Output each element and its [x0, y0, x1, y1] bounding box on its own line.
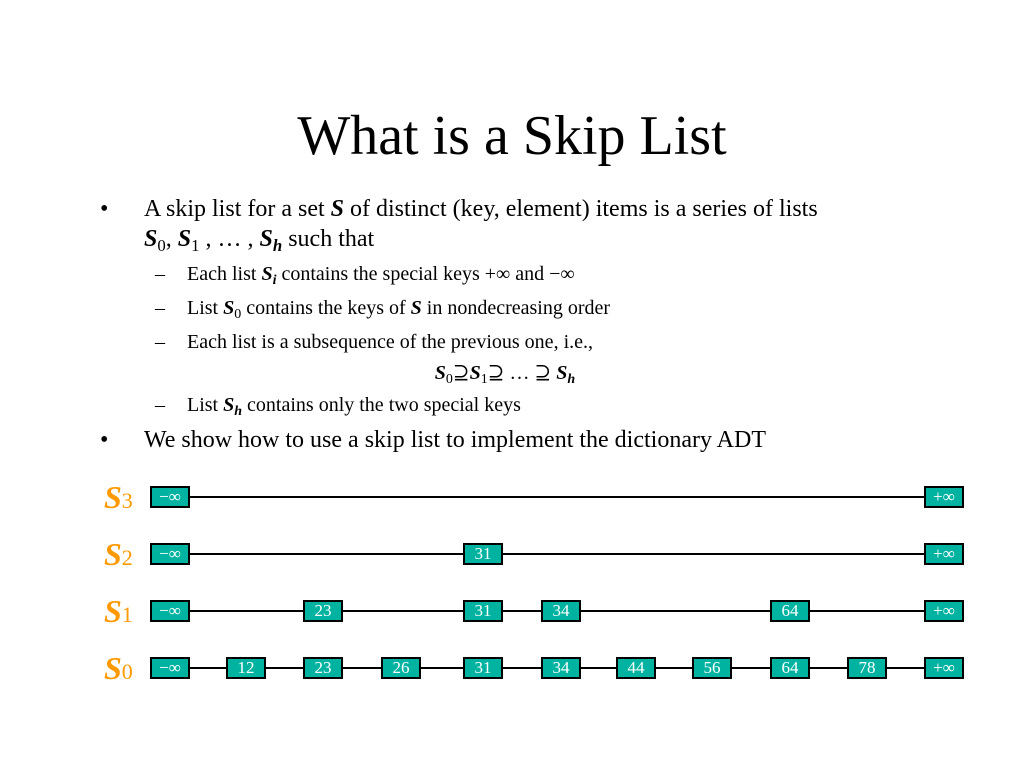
- list-node: 12: [226, 657, 266, 679]
- superset-symbol: ⊇: [452, 362, 470, 384]
- list-label-letter: S: [104, 650, 122, 686]
- set-symbol: S: [410, 297, 422, 319]
- list-node: 23: [303, 657, 343, 679]
- list-label-index: 1: [121, 602, 133, 627]
- list-node: 31: [463, 600, 503, 622]
- list-symbol: S: [259, 226, 273, 252]
- list-node: 31: [463, 657, 503, 679]
- list-node: 23: [303, 600, 343, 622]
- text-part: contains only the two special keys: [242, 394, 521, 416]
- list-node: 64: [770, 600, 810, 622]
- list-label-index: 0: [121, 659, 133, 684]
- subsequence-formula: S0⊇S1⊇ … ⊇ Sh: [0, 360, 1010, 388]
- list-label-s0: S0: [104, 652, 133, 688]
- sub-bullet-marker: –: [155, 263, 165, 285]
- list-index: 0: [445, 372, 453, 388]
- list-label-letter: S: [104, 479, 122, 515]
- list-node: −∞: [150, 486, 190, 508]
- list-link-line: [190, 553, 924, 555]
- superset-chain: ⊇ … ⊇: [487, 362, 552, 384]
- text-part: contains the keys of: [241, 297, 411, 319]
- list-index: i: [272, 273, 277, 289]
- list-node: 31: [463, 543, 503, 565]
- sub-bullet-marker: –: [155, 297, 165, 319]
- list-index: 1: [191, 236, 200, 256]
- list-node: 34: [541, 657, 581, 679]
- list-node: −∞: [150, 600, 190, 622]
- list-symbol: S: [556, 362, 568, 384]
- text-part: List: [187, 394, 224, 416]
- list-node: −∞: [150, 543, 190, 565]
- list-label-s1: S1: [104, 595, 133, 631]
- bullet-text: We show how to use a skip list to implem…: [144, 427, 766, 453]
- sub-bullet-marker: –: [155, 331, 165, 353]
- list-node: +∞: [924, 543, 964, 565]
- sub-bullet-text: Each list is a subsequence of the previo…: [187, 331, 593, 353]
- list-node: 44: [616, 657, 656, 679]
- list-label-letter: S: [104, 536, 122, 572]
- sub-bullet-text: List Sh contains only the two special ke…: [187, 392, 967, 420]
- list-index: 1: [480, 372, 488, 388]
- list-index: h: [567, 372, 576, 388]
- list-node: 78: [847, 657, 887, 679]
- bullet-text: A skip list for a set S of distinct (key…: [144, 194, 974, 254]
- slide-title: What is a Skip List: [297, 105, 727, 167]
- list-node: +∞: [924, 486, 964, 508]
- list-node: 34: [541, 600, 581, 622]
- list-index: h: [234, 404, 243, 420]
- list-symbol: S: [223, 297, 235, 319]
- text-part: such that: [282, 226, 375, 252]
- list-symbol: S: [223, 394, 235, 416]
- list-node: 56: [692, 657, 732, 679]
- list-node: +∞: [924, 657, 964, 679]
- sub-bullet-marker: –: [155, 394, 165, 416]
- sub-bullet-text: List S0 contains the keys of S in nondec…: [187, 295, 967, 323]
- list-symbol: S: [261, 263, 273, 285]
- list-index: h: [272, 236, 283, 256]
- text-part: , … ,: [199, 226, 260, 252]
- list-symbol: S: [469, 362, 481, 384]
- list-link-line: [190, 496, 924, 498]
- sub-bullet-text: Each list Si contains the special keys +…: [187, 261, 967, 289]
- text-part: List: [187, 297, 224, 319]
- bullet-marker: •: [100, 427, 109, 453]
- text-part: ,: [165, 226, 178, 252]
- list-label-s3: S3: [104, 481, 133, 517]
- text-part: Each list: [187, 263, 262, 285]
- set-symbol: S: [330, 196, 345, 222]
- list-label-s2: S2: [104, 538, 133, 574]
- list-label-letter: S: [104, 593, 122, 629]
- list-label-index: 3: [121, 488, 133, 513]
- list-symbol: S: [434, 362, 446, 384]
- list-node: 64: [770, 657, 810, 679]
- list-node: −∞: [150, 657, 190, 679]
- list-index: 0: [157, 236, 166, 256]
- bullet-marker: •: [100, 196, 109, 222]
- list-node: 26: [381, 657, 421, 679]
- list-symbol: S: [177, 226, 192, 252]
- text-part: in nondecreasing order: [421, 297, 611, 319]
- list-node: +∞: [924, 600, 964, 622]
- list-label-index: 2: [121, 545, 133, 570]
- text-part: A skip list for a set: [144, 196, 331, 222]
- text-part: of distinct (key, element) items is a se…: [344, 196, 818, 222]
- list-index: 0: [234, 307, 242, 323]
- text-part: contains the special keys +∞ and −∞: [276, 263, 575, 285]
- list-symbol: S: [144, 226, 158, 252]
